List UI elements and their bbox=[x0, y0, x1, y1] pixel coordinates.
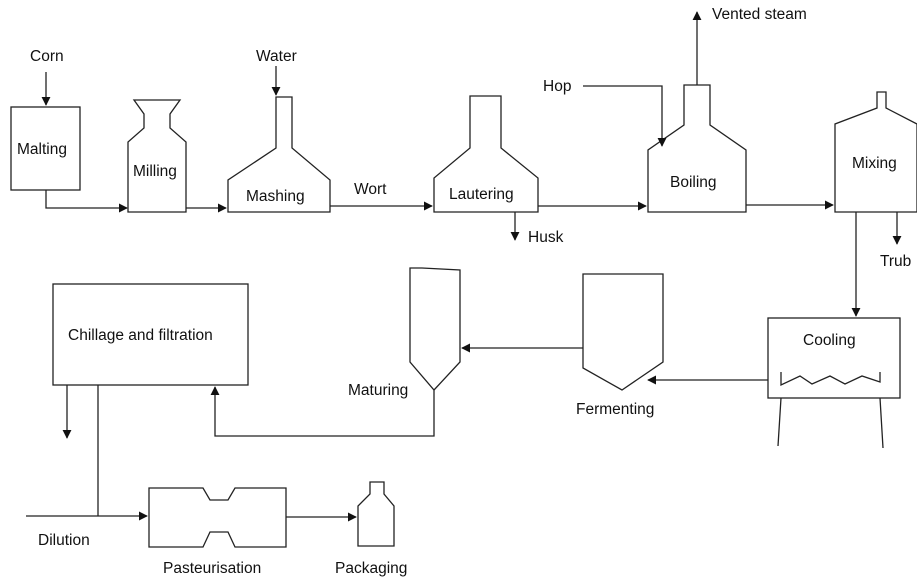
trub-label: Trub bbox=[880, 253, 911, 270]
mashing-label: Mashing bbox=[246, 188, 305, 205]
wort-label: Wort bbox=[354, 181, 387, 198]
dilution-label: Dilution bbox=[38, 532, 90, 549]
cooling-legs bbox=[777, 397, 884, 449]
boiling-vessel bbox=[647, 84, 747, 213]
cooling-box bbox=[767, 317, 901, 399]
cooling-coil bbox=[780, 372, 881, 387]
mixing-vessel bbox=[834, 91, 917, 213]
malting-label: Malting bbox=[17, 141, 67, 158]
lautering-vessel bbox=[433, 95, 539, 213]
corn-label: Corn bbox=[30, 48, 64, 65]
malting-to-milling-arrow bbox=[45, 190, 128, 213]
fermenting-label: Fermenting bbox=[576, 401, 654, 418]
maturing-vessel bbox=[409, 267, 461, 391]
boiling-label: Boiling bbox=[670, 174, 717, 191]
husk-label: Husk bbox=[528, 229, 564, 246]
lautering-label: Lautering bbox=[449, 186, 514, 203]
hop-label: Hop bbox=[543, 78, 571, 95]
chillage-filtration-label: Chillage and filtration bbox=[68, 327, 213, 344]
maturing-label: Maturing bbox=[348, 382, 408, 399]
water-label: Water bbox=[256, 48, 297, 65]
malting-box bbox=[10, 106, 81, 191]
milling-vessel bbox=[127, 99, 187, 213]
hop-arrow bbox=[583, 85, 667, 147]
pasteurisation-vessel bbox=[148, 487, 287, 548]
fermenting-vessel bbox=[582, 273, 664, 391]
maturing-to-chillage-arrow bbox=[210, 386, 435, 437]
mashing-vessel bbox=[227, 96, 331, 213]
pasteurisation-label: Pasteurisation bbox=[163, 560, 261, 577]
packaging-label: Packaging bbox=[335, 560, 407, 577]
milling-label: Milling bbox=[133, 163, 177, 180]
vented-steam-label: Vented steam bbox=[712, 6, 807, 23]
chillage-filtration-box bbox=[52, 283, 249, 386]
cooling-label: Cooling bbox=[803, 332, 856, 349]
packaging-bottle bbox=[357, 481, 395, 547]
mixing-label: Mixing bbox=[852, 155, 897, 172]
